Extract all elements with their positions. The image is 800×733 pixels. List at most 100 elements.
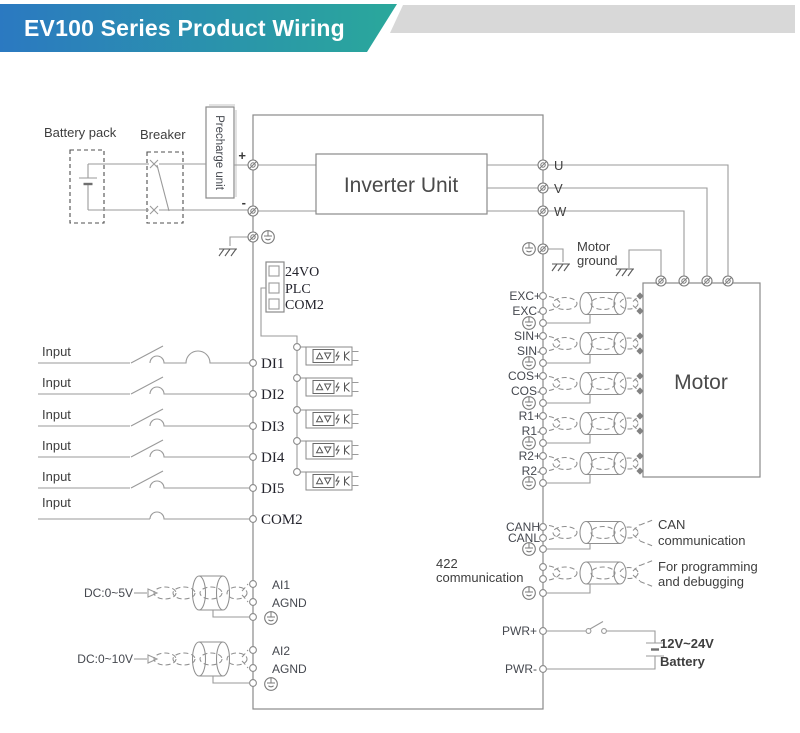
shield-gnd-terminal — [539, 399, 547, 407]
di3-terminal — [249, 422, 257, 430]
pe-ground-icon — [522, 242, 536, 256]
agnd-terminal — [249, 664, 257, 672]
arrow-icon — [147, 588, 159, 598]
optocoupler-icon — [305, 440, 359, 460]
pwr-plus-label: PWR+ — [502, 624, 537, 638]
motor-ground-wiring: Motor ground — [218, 236, 662, 277]
comm-422-terminal-b — [539, 575, 547, 583]
ai2-label: AI2 — [272, 644, 290, 658]
u-terminal — [537, 159, 549, 171]
sin-plus-terminal — [539, 332, 547, 340]
shield-gnd-terminal — [539, 319, 547, 327]
agnd-label: AGND — [272, 596, 307, 610]
pe-ground-icon — [522, 356, 536, 370]
resolver-group-sin: SIN+ SIN- — [514, 329, 644, 370]
pe-ground-icon — [261, 230, 275, 244]
uvw-routing — [548, 164, 729, 276]
pwr-plus-terminal — [539, 627, 547, 635]
uvw-wires — [487, 164, 538, 212]
shielded-cable-icon — [548, 520, 641, 545]
shield-gnd-terminal — [539, 359, 547, 367]
sin-minus-terminal — [539, 347, 547, 355]
dc-0-10v-label: DC:0~10V — [77, 652, 133, 666]
pe-ground-icon — [264, 677, 278, 691]
arrow-icon — [147, 654, 159, 664]
main-controller-box — [252, 114, 544, 710]
r2-plus-label: R2+ — [519, 449, 541, 463]
r2-minus-terminal — [539, 467, 547, 475]
precharge-unit: Precharge unit — [205, 104, 237, 199]
header-gray-band — [390, 5, 795, 33]
switch-blade-icon — [589, 621, 604, 630]
di5-label: DI5 — [261, 481, 284, 497]
exc-minus-label: EXC- — [512, 304, 541, 318]
w-label: W — [554, 204, 567, 219]
pwr-minus-terminal — [539, 665, 547, 673]
v-terminal — [537, 182, 549, 194]
shield-gnd-terminal — [249, 613, 257, 621]
exc-plus-label: EXC+ — [509, 289, 541, 303]
battery-voltage-label: 12V~24V — [660, 636, 714, 651]
can-desc-1: CAN — [658, 517, 685, 532]
analog-input-ai1: DC:0~5V AI1 AGND — [84, 575, 307, 625]
resolver-group-cos: COS+ COS- — [508, 369, 644, 410]
header-banner: EV100 Series Product Wiring — [0, 4, 397, 52]
cos-minus-label: COS- — [511, 384, 541, 398]
exc-minus-terminal — [539, 307, 547, 315]
motor-ground-label-2: ground — [577, 253, 617, 268]
breaker-contact-icon — [149, 159, 159, 169]
shield-gnd-terminal — [539, 589, 547, 597]
plus-label: + — [238, 148, 246, 163]
rail-node — [293, 468, 301, 476]
r2-plus-terminal — [539, 452, 547, 460]
r1-minus-label: R1- — [522, 424, 541, 438]
com2-label: COM2 — [261, 512, 303, 528]
input-label: Input — [42, 438, 71, 453]
inverter-label: Inverter Unit — [344, 174, 459, 197]
chassis-ground-icon — [615, 268, 635, 277]
ai1-terminal — [249, 580, 257, 588]
optocoupler-icon — [305, 377, 359, 397]
pin-24vo-label: 24VO — [285, 265, 319, 280]
canh-terminal — [539, 523, 547, 531]
motor-gnd-terminal — [655, 275, 667, 287]
motor-label: Motor — [674, 371, 728, 394]
w-terminal — [537, 205, 549, 217]
backup-power-group: PWR+ PWR- 12V~24V Battery — [502, 621, 714, 676]
comm-422-group: 422 communication For programming and de… — [436, 556, 758, 600]
r1-minus-terminal — [539, 427, 547, 435]
di2-terminal — [249, 390, 257, 398]
comm-422-label-1: 422 — [436, 556, 458, 571]
breaker-blade-icon — [156, 164, 170, 212]
battery-pack-label: Battery pack — [44, 125, 117, 140]
shielded-cable-icon — [548, 451, 641, 476]
shield-gnd-terminal — [539, 545, 547, 553]
optocoupler-icon — [305, 409, 359, 429]
pe-ground-icon — [264, 611, 278, 625]
precharge-label: Precharge unit — [213, 115, 225, 191]
dc-plus-terminal — [247, 159, 259, 171]
pe-ground-icon — [522, 396, 536, 410]
com2-terminal — [249, 515, 257, 523]
breaker-contact-icon — [149, 205, 159, 215]
shield-gnd-terminal — [539, 439, 547, 447]
exc-plus-terminal — [539, 292, 547, 300]
r1-plus-label: R1+ — [519, 409, 541, 423]
switch-contact-icon — [601, 628, 607, 634]
canh-label: CANH — [506, 520, 540, 534]
r1-plus-terminal — [539, 412, 547, 420]
chassis-ground-icon — [551, 263, 571, 272]
battery-pack: Battery pack — [44, 125, 117, 224]
pe-ground-icon — [522, 436, 536, 450]
di3-label: DI3 — [261, 419, 284, 435]
input-label: Input — [42, 344, 71, 359]
input-label: Input — [42, 495, 71, 510]
shielded-cable-icon — [548, 561, 641, 585]
shield-gnd-terminal — [249, 679, 257, 687]
resolver-group-r2: R2+ R2- — [519, 449, 644, 490]
pe-ground-icon — [522, 542, 536, 556]
switch-contact-icon — [585, 628, 592, 634]
digital-input-rows: Input DI1 Input DI2 Input DI — [38, 343, 359, 528]
sin-plus-label: SIN+ — [514, 329, 541, 343]
